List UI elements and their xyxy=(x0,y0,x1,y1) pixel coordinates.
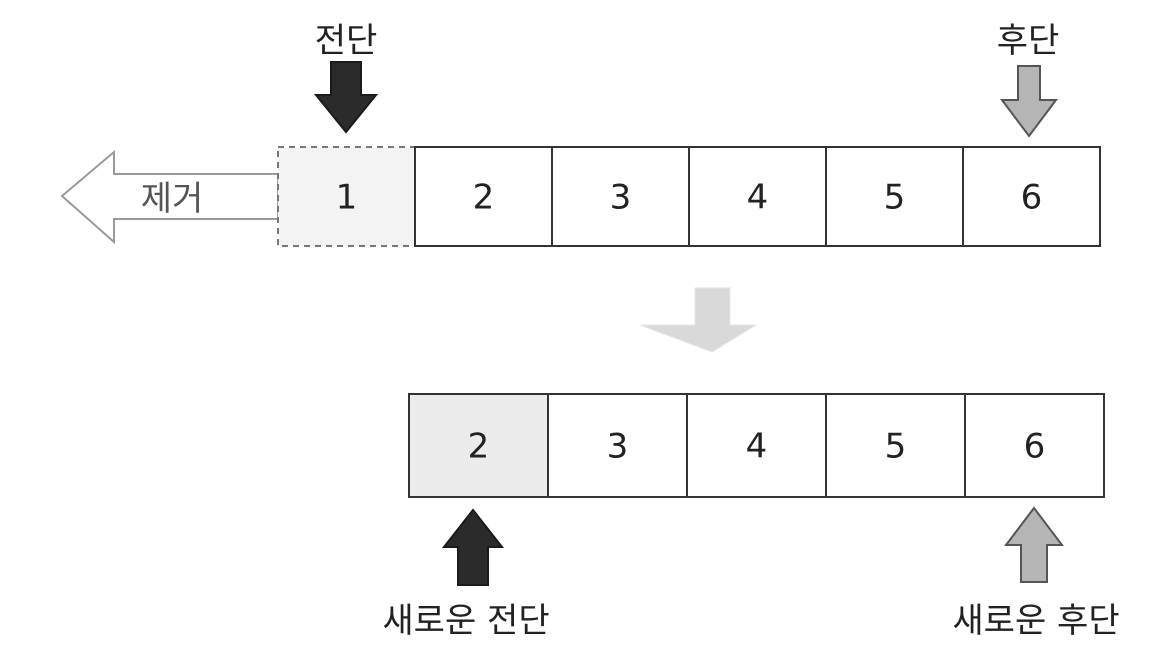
queue-before-cell xyxy=(825,146,964,247)
rear-label: 후단 xyxy=(997,21,1060,61)
queue-before-cell-value: 4 xyxy=(747,178,769,218)
queue-after-cell xyxy=(686,393,827,498)
new-rear-arrow-icon xyxy=(1003,506,1065,583)
queue-before-cell-value: 1 xyxy=(336,178,358,218)
queue-after-cell-value: 6 xyxy=(1024,427,1046,467)
queue-after-cell xyxy=(547,393,688,498)
queue-before-cell-value: 3 xyxy=(610,178,632,218)
queue-before-cell xyxy=(962,146,1101,247)
front-arrow-icon xyxy=(313,61,379,134)
queue-before-cell-value: 6 xyxy=(1021,178,1043,218)
queue-after-cell xyxy=(964,393,1105,498)
queue-after-cell xyxy=(408,393,549,498)
rear-arrow-icon xyxy=(1000,65,1058,138)
queue-before-cell-value: 5 xyxy=(884,178,906,218)
new-front-arrow-icon xyxy=(441,508,505,586)
queue-before-cell xyxy=(688,146,827,247)
new-front-label: 새로운 전단 xyxy=(382,601,549,641)
remove-label: 제거 xyxy=(141,179,204,219)
remove-arrow-icon xyxy=(60,149,279,245)
transition-arrow-icon xyxy=(639,287,758,353)
queue-after-cell-value: 4 xyxy=(746,427,768,467)
queue-after-cell-value: 2 xyxy=(468,427,490,467)
new-rear-label: 새로운 후단 xyxy=(952,601,1119,641)
queue-after: 2 3 4 5 6 xyxy=(408,393,1105,498)
queue-before: 1 2 3 4 5 6 xyxy=(277,146,1101,247)
queue-after-cell-value: 5 xyxy=(885,427,907,467)
queue-before-cell-value: 2 xyxy=(473,178,495,218)
queue-before-cell xyxy=(414,146,553,247)
front-label: 전단 xyxy=(315,21,378,61)
queue-before-cell xyxy=(277,146,416,247)
queue-after-cell-value: 3 xyxy=(607,427,629,467)
queue-after-cell xyxy=(825,393,966,498)
